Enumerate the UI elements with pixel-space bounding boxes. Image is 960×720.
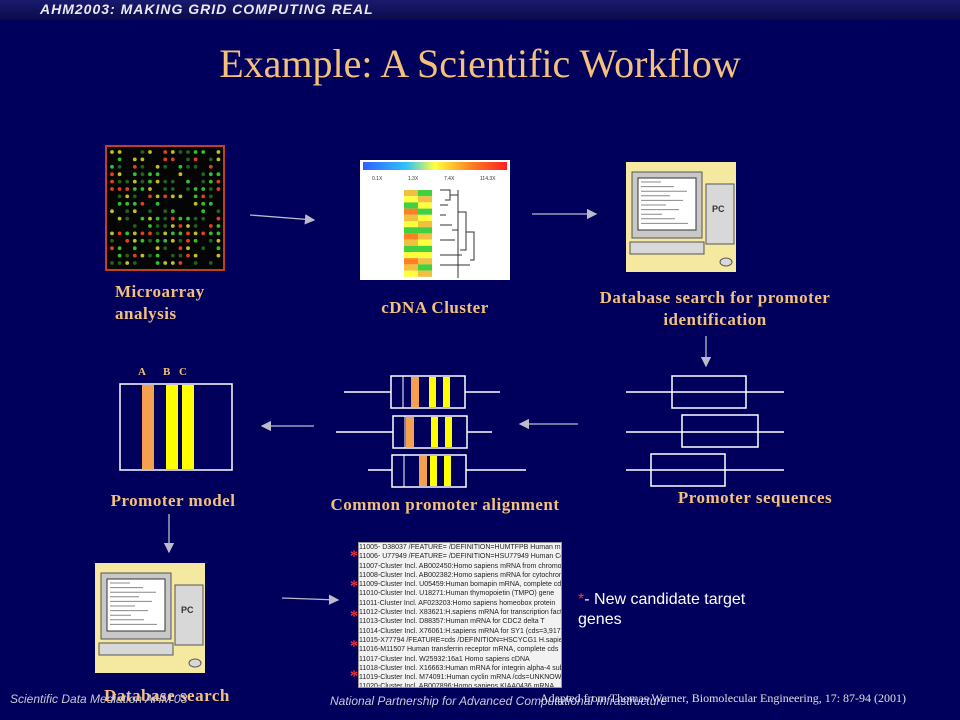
result-line: 11013-Cluster Incl. D88357:Human mRNA fo… <box>359 618 545 626</box>
candidate-marker: * <box>350 668 358 685</box>
arrow-microarray-to-cdna <box>249 214 316 225</box>
result-line: 11018-Cluster Incl. X16663:Human mRNA fo… <box>359 664 562 672</box>
candidate-markers: * * * * * <box>350 542 360 692</box>
result-line: 11007-Cluster Incl. AB002450:Homo sapien… <box>359 562 562 570</box>
header-bar <box>0 0 960 20</box>
label-promoter-model: Promoter model <box>110 491 236 510</box>
pc-label: PC <box>181 605 194 615</box>
model-col-c: C <box>179 366 187 378</box>
heatmap-scale-label: 114.3X <box>480 176 496 182</box>
footer-citation: Adapted from Thomas Werner, Biomolecular… <box>540 691 907 705</box>
label-common-alignment: Common promoter alignment <box>330 495 560 514</box>
heatmap-scale-label: 0.1X <box>372 176 383 182</box>
candidate-genes-note: *- New candidate target genes <box>578 590 748 630</box>
result-line: 11020-Cluster Incl. AB007896:Homo sapien… <box>359 683 555 688</box>
microarray-image <box>105 145 225 271</box>
result-line: 11005- D38037 /FEATURE= /DEFINITION=HUMT… <box>359 544 562 551</box>
label-cdna-cluster: cDNA Cluster <box>381 298 489 317</box>
heatmap-scale-label: 1.3X <box>408 176 419 182</box>
computer-image-top: PC <box>626 162 736 272</box>
label-promoter-sequences: Promoter sequences <box>677 488 833 507</box>
result-line: 11009-Cluster Incl. U05459:Human bomapin… <box>359 581 562 589</box>
result-line: 11016-M11507 Human transferrin receptor … <box>359 646 559 654</box>
result-line: 11011-Cluster Incl. AF023203:Homo sapien… <box>359 599 556 607</box>
cdna-cluster-image: 0.1X 1.3X 7.4X 114.3X <box>360 160 510 280</box>
candidate-marker: * <box>350 638 358 655</box>
note-text: - New candidate target genes <box>578 591 746 628</box>
model-col-b: B <box>163 366 171 378</box>
common-alignment-image <box>336 375 526 488</box>
conference-brand: AHM2003: MAKING GRID COMPUTING REAL <box>40 1 374 17</box>
result-line: 11015-X77794 /FEATURE=cds /DEFINITION=HS… <box>359 636 562 644</box>
result-line: 11014-Cluster Incl. X76061:H.sapiens mRN… <box>359 627 561 635</box>
candidate-marker: * <box>350 578 358 595</box>
arrow-dbsearch-to-results <box>281 594 340 605</box>
heatmap-scale-label: 7.4X <box>444 176 455 182</box>
result-line: 11010-Cluster Incl. U18271:Human thymopo… <box>359 590 555 598</box>
result-line: 11019-Cluster Incl. M74091:Human cyclin … <box>359 674 562 682</box>
label-database-search: Database search <box>104 686 230 705</box>
result-line: 11012-Cluster Incl. X83621:H.sapiens mRN… <box>359 609 562 617</box>
result-line: 11017-Cluster Incl. W25932:16a1 Homo sap… <box>359 655 530 663</box>
label-db-search-promoter: Database search for promoter identificat… <box>599 288 831 329</box>
candidate-marker: * <box>350 608 358 625</box>
label-microarray: Microarray analysis <box>115 282 205 323</box>
result-list-image: 11005- D38037 /FEATURE= /DEFINITION=HUMT… <box>358 542 562 688</box>
result-line: 11006- U77949 /FEATURE= /DEFINITION=HSU7… <box>359 553 562 561</box>
model-col-a: A <box>138 366 146 378</box>
slide-title: Example: A Scientific Workflow <box>219 41 741 86</box>
computer-image-bottom: PC <box>95 563 205 673</box>
promoter-model-image <box>119 383 233 471</box>
note-asterisk: * <box>578 591 585 608</box>
pc-label: PC <box>712 204 725 214</box>
footer-center: National Partnership for Advanced Comput… <box>330 694 668 708</box>
candidate-marker: * <box>350 548 358 565</box>
footer-left: Scientific Data Mediation AHM'03 <box>10 692 188 706</box>
promoter-sequences-image <box>626 375 784 487</box>
result-line: 11008-Cluster Incl. AB002382:Homo sapien… <box>359 571 562 579</box>
